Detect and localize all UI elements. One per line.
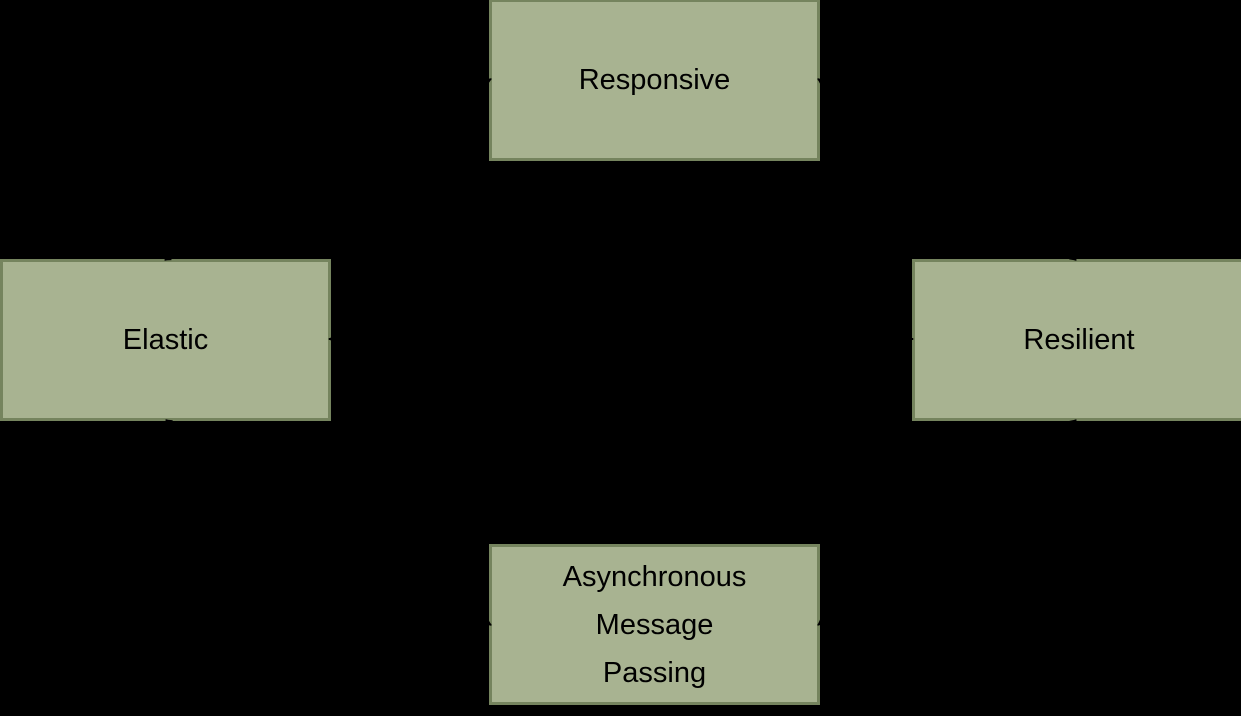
node-async: Asynchronous Message Passing <box>489 544 820 705</box>
node-resilient: Resilient <box>912 259 1241 421</box>
connector-resilient-responsive <box>817 78 1077 261</box>
node-responsive-label: Responsive <box>578 64 731 96</box>
node-responsive: Responsive <box>489 0 820 161</box>
node-elastic: Elastic <box>0 259 331 421</box>
connector-elastic-async <box>165 419 492 626</box>
node-resilient-label: Resilient <box>1023 324 1135 356</box>
node-async-label: Asynchronous Message Passing <box>562 560 747 689</box>
connector-elastic-responsive <box>164 78 492 261</box>
connector-resilient-async <box>817 419 1077 626</box>
node-elastic-label: Elastic <box>122 324 209 356</box>
